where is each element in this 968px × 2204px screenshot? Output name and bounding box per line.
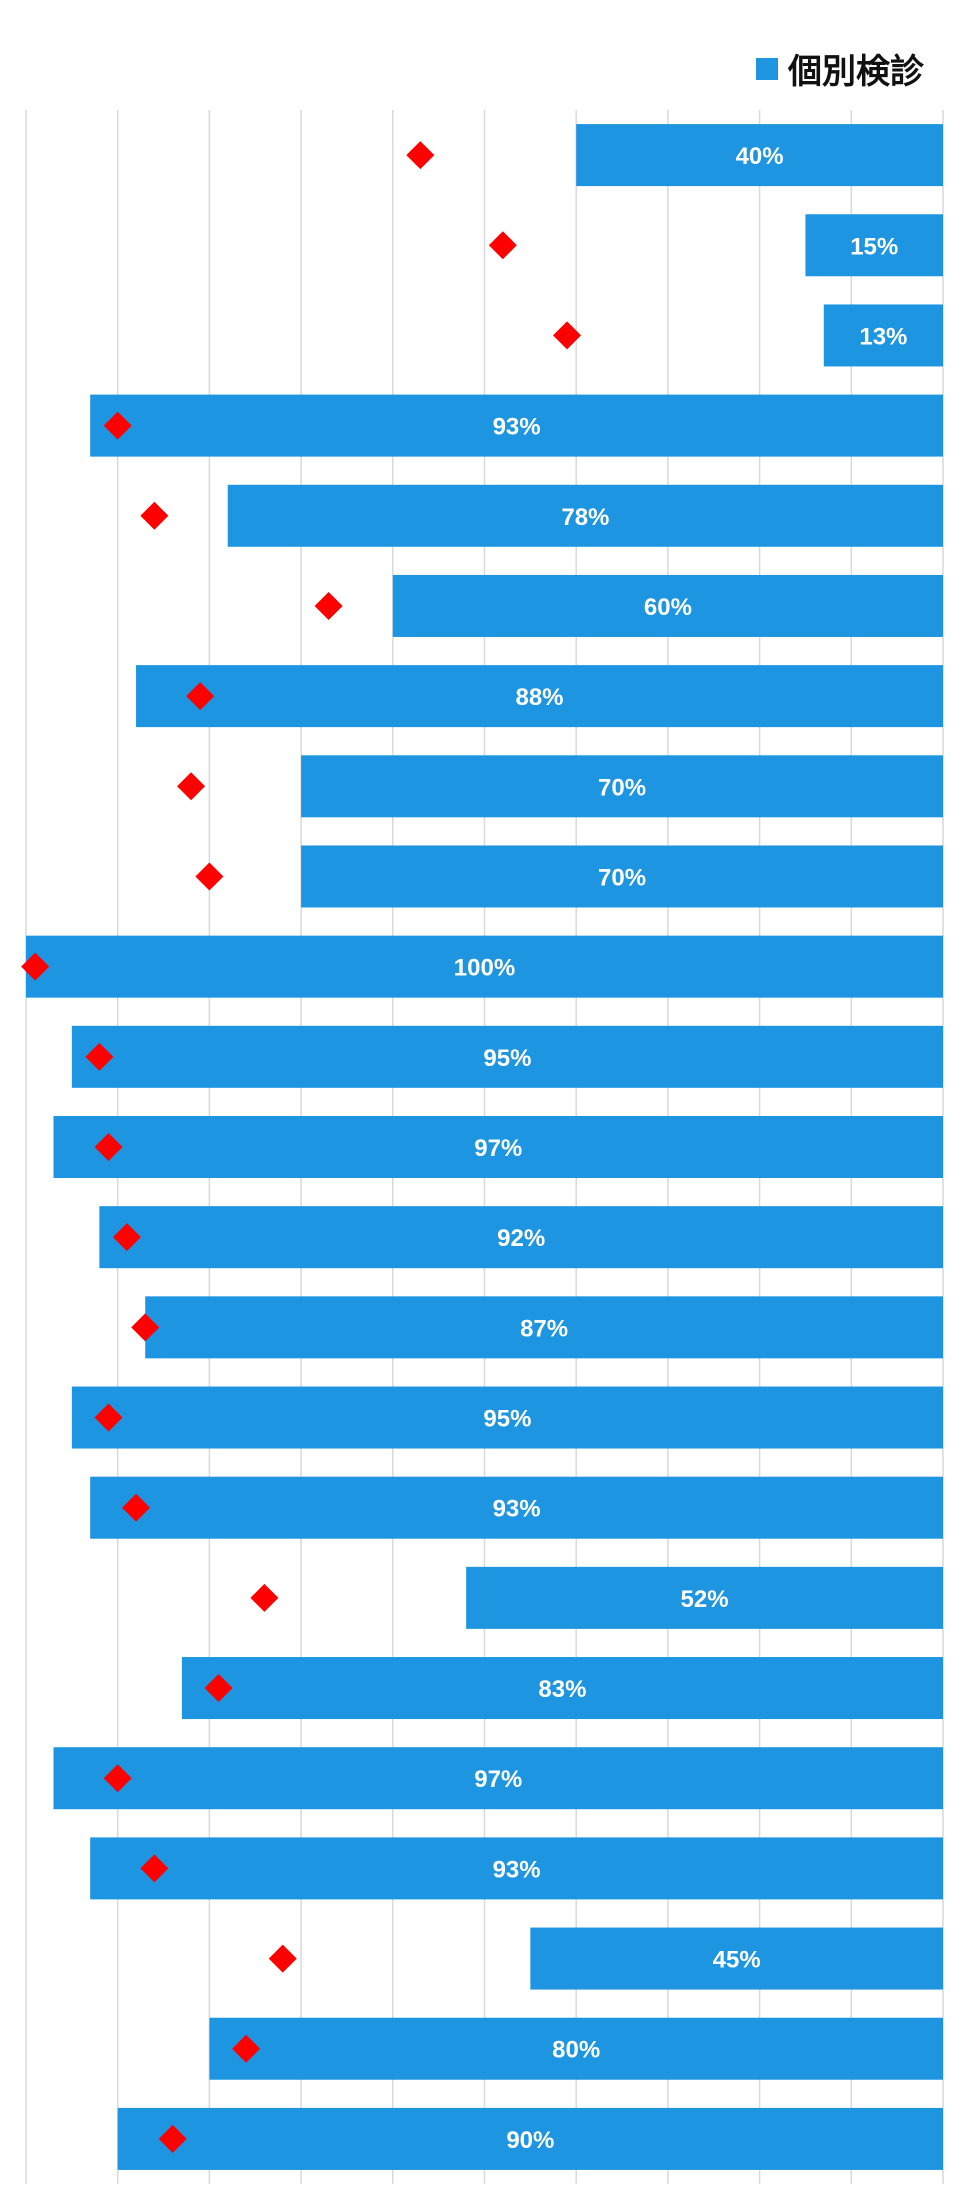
bar	[117, 2107, 943, 2170]
bar-value-label: 90%	[506, 2127, 554, 2154]
bar-value-label: 40%	[736, 143, 784, 170]
bar	[26, 935, 943, 998]
diamond-marker	[21, 952, 50, 981]
bar	[71, 1025, 944, 1088]
bar-value-label: 97%	[474, 1766, 522, 1793]
bar	[136, 665, 944, 728]
diamond-marker	[122, 1493, 151, 1522]
diamond-marker	[232, 2034, 261, 2063]
diamond-marker	[553, 321, 582, 350]
bar-value-label: 87%	[520, 1315, 568, 1342]
bar	[99, 1206, 944, 1269]
diamond-marker	[94, 1403, 123, 1432]
bar-value-label: 13%	[859, 323, 907, 350]
bar-value-label: 78%	[561, 504, 609, 531]
legend-label: 個別検診	[788, 52, 924, 92]
diamond-marker	[94, 1133, 123, 1161]
bar-value-label: 93%	[493, 414, 541, 441]
bar-value-label: 52%	[681, 1586, 729, 1613]
bar	[576, 124, 943, 187]
bar	[392, 574, 943, 637]
legend-swatch	[756, 57, 778, 80]
marker-series	[21, 141, 582, 2153]
bar	[53, 1747, 943, 1810]
diamond-marker	[195, 862, 224, 891]
bar-value-label: 45%	[713, 1947, 761, 1974]
diamond-marker	[103, 411, 132, 440]
diamond-marker	[158, 2124, 187, 2153]
bar	[90, 1837, 943, 1900]
diamond-marker	[314, 591, 343, 620]
bar	[466, 1566, 943, 1629]
bar-value-label: 95%	[483, 1406, 531, 1433]
bar-value-label: 15%	[850, 233, 898, 260]
bar	[90, 1476, 943, 1539]
diamond-marker	[140, 501, 169, 530]
bar	[71, 1386, 944, 1449]
legend: 個別検診	[756, 44, 924, 93]
bar	[805, 214, 943, 277]
bar-value-label: 83%	[538, 1676, 586, 1703]
bar-value-label: 88%	[515, 684, 563, 711]
diamond-marker	[488, 231, 517, 260]
diamond-marker	[186, 682, 215, 711]
bar-value-label: 100%	[454, 955, 515, 982]
diamond-marker	[112, 1223, 141, 1252]
diamond-marker	[406, 141, 435, 170]
bar	[301, 755, 944, 818]
diamond-marker	[131, 1313, 160, 1342]
bar-value-label: 97%	[474, 1135, 522, 1162]
diamond-marker	[204, 1674, 233, 1703]
bar	[53, 1116, 943, 1178]
bar-value-label: 60%	[644, 594, 692, 621]
diamond-marker	[103, 1764, 132, 1793]
bar-value-label: 80%	[552, 2037, 600, 2064]
bar-value-label: 70%	[598, 774, 646, 801]
bar	[145, 1296, 943, 1359]
bar-value-label: 92%	[497, 1225, 545, 1252]
bar	[301, 845, 944, 908]
bar	[181, 1657, 943, 1720]
diamond-marker	[140, 1854, 169, 1883]
diamond-marker	[177, 772, 206, 801]
bar	[530, 1927, 943, 1990]
diamond-marker	[250, 1583, 279, 1612]
bar	[227, 484, 944, 547]
bar-series: 40% 15% 13% 93% 78% 60% 88% 70% 70% 100% 95% 97% 92%…	[26, 124, 944, 2170]
bar-value-label: 95%	[483, 1045, 531, 1072]
bar-value-label: 93%	[493, 1856, 541, 1883]
bar	[823, 304, 943, 367]
bar-value-label: 70%	[598, 864, 646, 891]
diamond-marker	[85, 1042, 114, 1071]
bar	[90, 394, 943, 457]
diamond-marker	[268, 1944, 297, 1973]
bar	[209, 2017, 943, 2080]
bar-value-label: 93%	[493, 1496, 541, 1523]
